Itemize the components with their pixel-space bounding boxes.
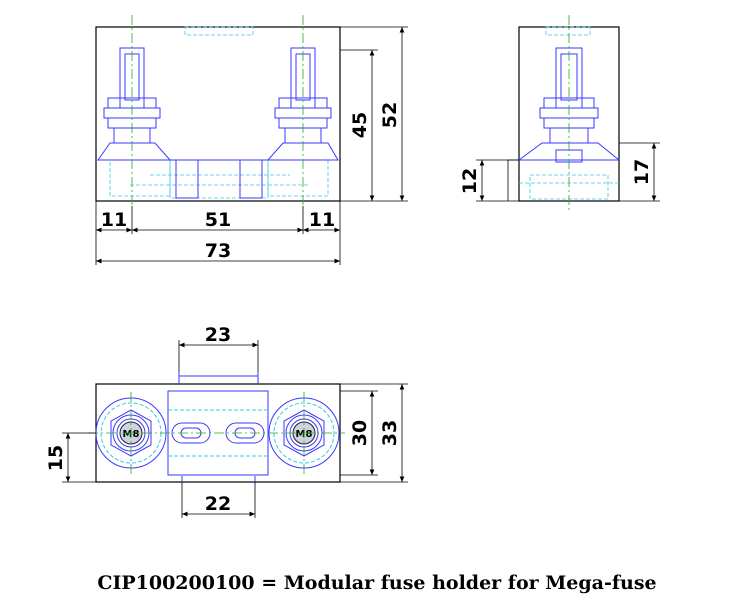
dim-front-center-span: 51 bbox=[205, 209, 231, 231]
dim-front-total-width: 73 bbox=[205, 240, 231, 262]
dim-top-offset: 15 bbox=[45, 445, 67, 471]
technical-drawing: 11 51 11 73 45 52 bbox=[45, 15, 660, 518]
dim-front-total-height: 52 bbox=[379, 102, 401, 128]
side-view: 12 17 bbox=[459, 15, 660, 210]
dim-top-outer-height: 33 bbox=[379, 420, 401, 446]
top-view: M8 M8 bbox=[45, 324, 408, 518]
dim-front-left-margin: 11 bbox=[101, 209, 127, 231]
dim-top-width-bottom: 22 bbox=[205, 493, 231, 515]
front-view: 11 51 11 73 45 52 bbox=[95, 15, 408, 265]
dim-front-body-height: 45 bbox=[349, 112, 371, 138]
dim-front-right-margin: 11 bbox=[309, 209, 335, 231]
dim-side-body-height: 17 bbox=[631, 159, 653, 185]
product-caption: CIP100200100 = Modular fuse holder for M… bbox=[97, 572, 657, 594]
dim-top-width-top: 23 bbox=[205, 324, 231, 346]
dim-top-inner-height: 30 bbox=[349, 420, 371, 446]
dim-side-base-height: 12 bbox=[459, 168, 481, 194]
